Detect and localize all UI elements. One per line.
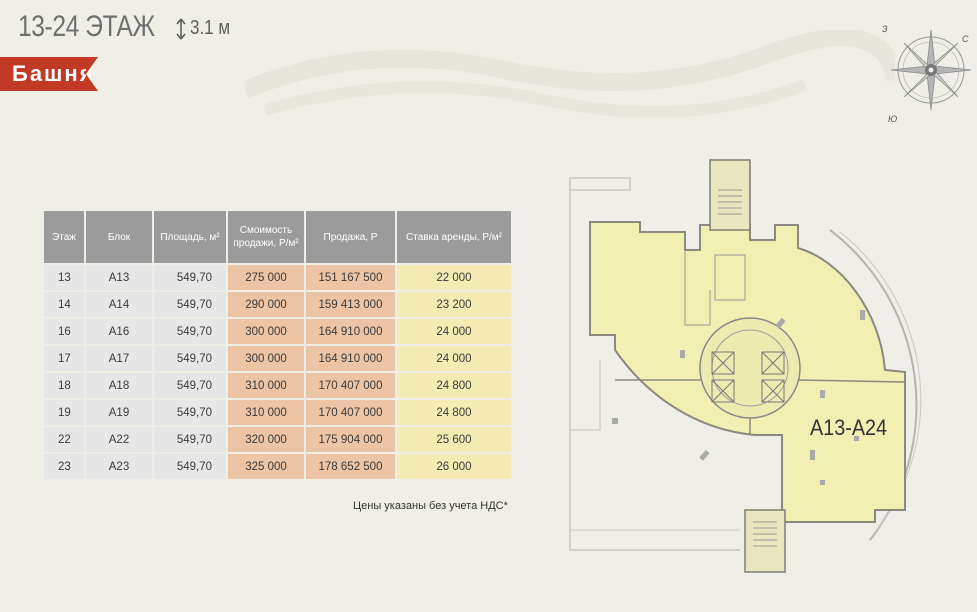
cost-cell: 275 000 [228, 265, 304, 290]
area-cell: 549,70 [154, 454, 226, 479]
table-row: 19 А19 549,70 310 000 170 407 000 24 800 [44, 400, 511, 425]
cost-cell: 300 000 [228, 319, 304, 344]
vertical-arrow-icon [176, 18, 186, 39]
sale-cell: 170 407 000 [306, 400, 395, 425]
rent-cell: 22 000 [397, 265, 511, 290]
vat-footnote: Цены указаны без учета НДС* [353, 500, 508, 512]
block-cell: А19 [86, 400, 152, 425]
sale-cell: 170 407 000 [306, 373, 395, 398]
floor-cell: 22 [44, 427, 84, 452]
floor-title: 13-24 ЭТАЖ [18, 10, 155, 43]
table-row: 17 А17 549,70 300 000 164 910 000 24 000 [44, 346, 511, 371]
rent-cell: 24 000 [397, 319, 511, 344]
column-header-cost: Смоимость продажи, Р/м² [228, 211, 304, 263]
compass-east-label: С [962, 34, 969, 44]
area-cell: 549,70 [154, 292, 226, 317]
column-header-sale: Продажа, Р [306, 211, 395, 263]
building-badge: Башня [0, 57, 98, 91]
floor-cell: 23 [44, 454, 84, 479]
cost-cell: 310 000 [228, 373, 304, 398]
area-cell: 549,70 [154, 373, 226, 398]
cost-cell: 325 000 [228, 454, 304, 479]
pricing-table: Этаж Блок Площадь, м² Смоимость продажи,… [42, 209, 513, 481]
rent-cell: 24 800 [397, 373, 511, 398]
block-cell: А22 [86, 427, 152, 452]
sale-cell: 178 652 500 [306, 454, 395, 479]
sale-cell: 175 904 000 [306, 427, 395, 452]
area-cell: 549,70 [154, 346, 226, 371]
table-row: 16 А16 549,70 300 000 164 910 000 24 000 [44, 319, 511, 344]
sale-cell: 164 910 000 [306, 319, 395, 344]
floor-cell: 17 [44, 346, 84, 371]
column-header-floor: Этаж [44, 211, 84, 263]
cost-cell: 320 000 [228, 427, 304, 452]
central-core [699, 317, 801, 419]
block-cell: А14 [86, 292, 152, 317]
table-row: 18 А18 549,70 310 000 170 407 000 24 800 [44, 373, 511, 398]
table-header-row: Этаж Блок Площадь, м² Смоимость продажи,… [44, 211, 511, 263]
compass-west-label: З [882, 24, 888, 34]
floor-cell: 16 [44, 319, 84, 344]
area-cell: 549,70 [154, 265, 226, 290]
rent-cell: 23 200 [397, 292, 511, 317]
stair-south [744, 509, 786, 573]
cost-cell: 300 000 [228, 346, 304, 371]
area-cell: 549,70 [154, 319, 226, 344]
floor-cell: 13 [44, 265, 84, 290]
floor-cell: 18 [44, 373, 84, 398]
compass: З С Ю [874, 18, 974, 128]
rent-cell: 26 000 [397, 454, 511, 479]
sale-cell: 164 910 000 [306, 346, 395, 371]
site-boundary [569, 177, 631, 191]
column-header-block: Блок [86, 211, 152, 263]
table-row: 13 А13 549,70 275 000 151 167 500 22 000 [44, 265, 511, 290]
ceiling-height-value: 3.1 м [190, 17, 231, 39]
block-cell: А17 [86, 346, 152, 371]
floor-cell: 19 [44, 400, 84, 425]
background-decoration [245, 30, 895, 118]
column-header-area: Площадь, м² [154, 211, 226, 263]
ceiling-height: 3.1 м [176, 17, 237, 40]
floor-cell: 14 [44, 292, 84, 317]
block-cell: А16 [86, 319, 152, 344]
block-cell: А23 [86, 454, 152, 479]
compass-rose-icon [890, 29, 972, 111]
block-cell: А13 [86, 265, 152, 290]
rent-cell: 24 000 [397, 346, 511, 371]
rent-cell: 24 800 [397, 400, 511, 425]
compass-south-label: Ю [888, 114, 898, 124]
sale-cell: 159 413 000 [306, 292, 395, 317]
area-cell: 549,70 [154, 427, 226, 452]
floor-plan [569, 159, 922, 573]
stair-north [709, 159, 751, 231]
rent-cell: 25 600 [397, 427, 511, 452]
column-header-rent: Ставка аренды, Р/м² [397, 211, 511, 263]
table-row: 14 А14 549,70 290 000 159 413 000 23 200 [44, 292, 511, 317]
cost-cell: 310 000 [228, 400, 304, 425]
table-row: 22 А22 549,70 320 000 175 904 000 25 600 [44, 427, 511, 452]
table-row: 23 А23 549,70 325 000 178 652 500 26 000 [44, 454, 511, 479]
cost-cell: 290 000 [228, 292, 304, 317]
sale-cell: 151 167 500 [306, 265, 395, 290]
block-cell: А18 [86, 373, 152, 398]
area-cell: 549,70 [154, 400, 226, 425]
zone-label: А13-А24 [810, 415, 888, 440]
